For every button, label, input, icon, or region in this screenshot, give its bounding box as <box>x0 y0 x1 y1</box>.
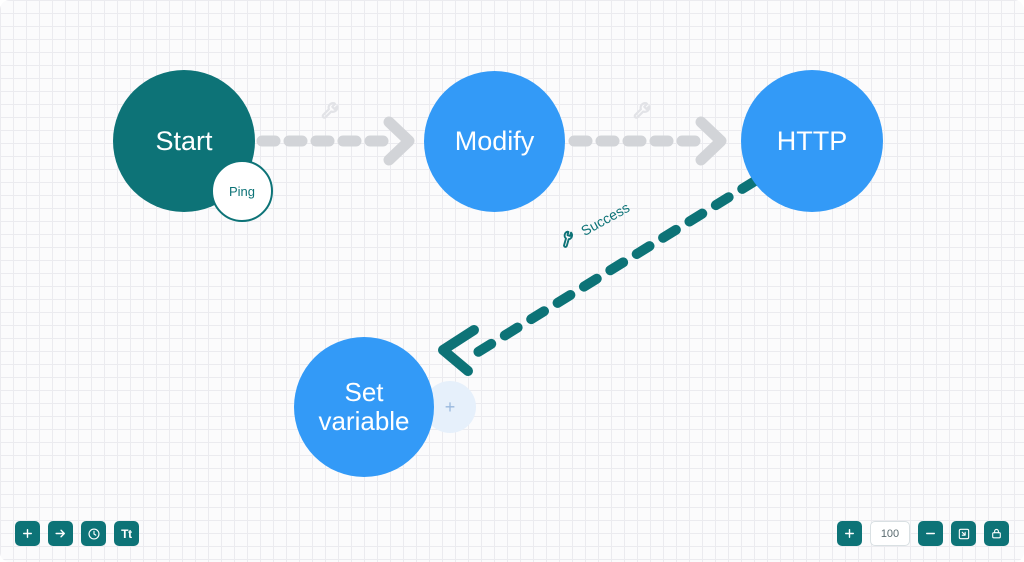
zoom-level-input[interactable] <box>870 521 910 546</box>
add-node-button[interactable] <box>15 521 40 546</box>
minus-icon <box>926 532 935 535</box>
toolbar-left: Tt <box>15 521 139 546</box>
node-modify[interactable]: Modify <box>424 71 565 212</box>
node-http[interactable]: HTTP <box>741 70 883 212</box>
edge-http-to-setvar[interactable] <box>438 176 760 376</box>
zoom-in-button[interactable] <box>837 521 862 546</box>
plus-icon: + <box>444 396 456 417</box>
toolbar-right <box>837 521 1009 546</box>
text-format-button[interactable]: Tt <box>114 521 139 546</box>
node-label-line1: Set <box>344 376 384 407</box>
node-label: Set variable <box>308 376 419 436</box>
edge-label-success[interactable]: Success <box>555 197 632 251</box>
wrench-icon[interactable] <box>320 100 342 122</box>
node-badge-label: Ping <box>228 183 256 199</box>
node-label: HTTP <box>776 125 848 156</box>
zoom-out-button[interactable] <box>918 521 943 546</box>
edge-start-to-modify[interactable] <box>256 116 415 166</box>
node-label: Modify <box>454 126 535 157</box>
add-edge-button[interactable] <box>48 521 73 546</box>
lock-canvas-button[interactable] <box>984 521 1009 546</box>
history-button[interactable] <box>81 521 106 546</box>
node-badge-ping[interactable]: Ping <box>211 160 273 222</box>
plus-icon <box>845 529 854 538</box>
clock-icon <box>87 527 100 540</box>
plus-icon <box>23 529 32 538</box>
edge-modify-to-http[interactable] <box>568 116 727 166</box>
lock-icon <box>992 528 1001 539</box>
wrench-icon <box>555 226 581 252</box>
arrow-right-icon <box>55 529 65 538</box>
node-set-variable[interactable]: Set variable <box>294 337 434 477</box>
fit-to-screen-button[interactable] <box>951 521 976 546</box>
text-type-icon: Tt <box>121 526 132 541</box>
wrench-icon[interactable] <box>632 100 654 122</box>
node-label: Start <box>155 125 213 156</box>
node-label-line2: variable <box>318 406 410 436</box>
fit-screen-icon <box>958 528 969 539</box>
